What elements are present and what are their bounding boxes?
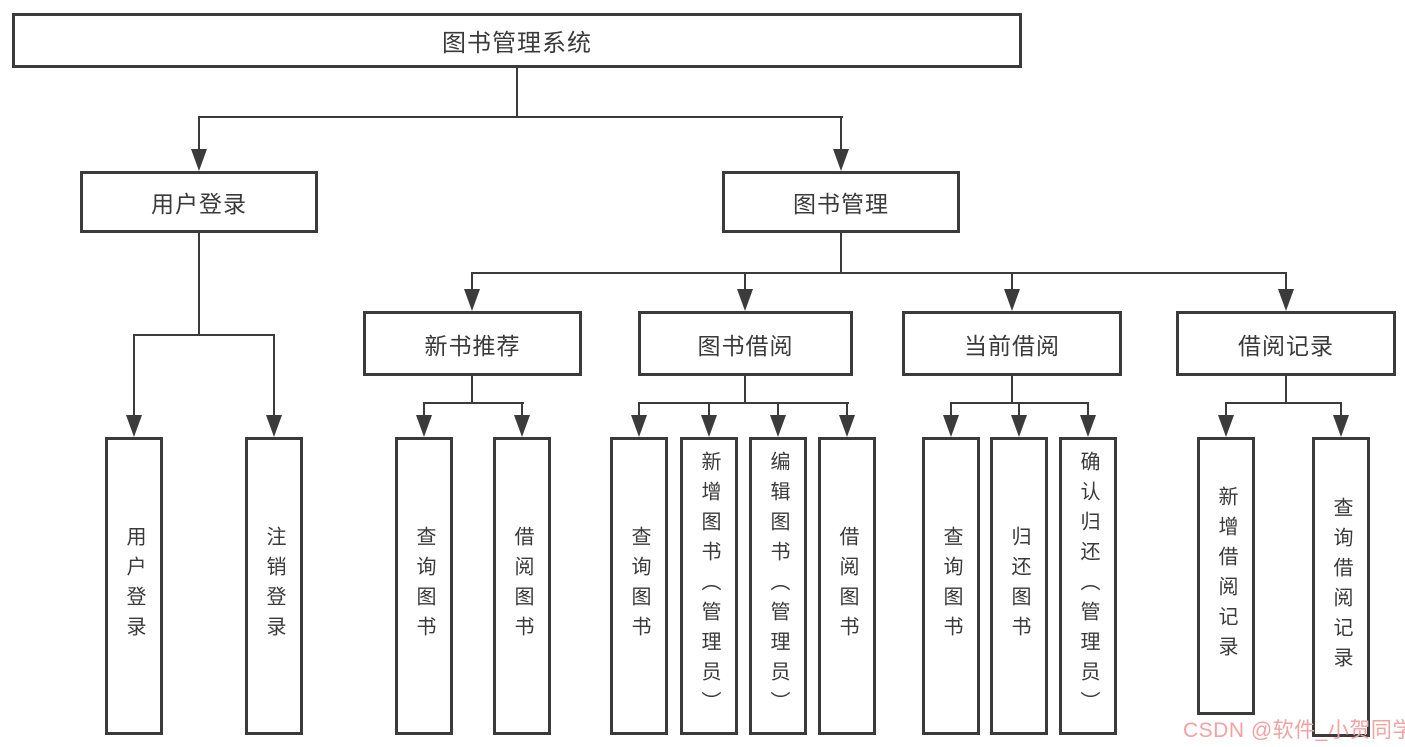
watermark: CSDN @软件_小贺同学 bbox=[1183, 719, 1405, 742]
connector-current-borrow-stem bbox=[1011, 376, 1013, 404]
node-current-borrow: 当前借阅 bbox=[902, 311, 1122, 376]
connector-borrow-record-stem bbox=[1285, 376, 1287, 404]
connector-new-book-rail bbox=[423, 402, 524, 404]
arrowhead-to-leaf-query-book-3 bbox=[943, 415, 959, 437]
connector-user-login-stem bbox=[198, 233, 200, 336]
node-library-system: 图书管理系统 bbox=[12, 13, 1022, 68]
node-leaf-query-borrow-record: 查询借阅记录 bbox=[1312, 437, 1370, 737]
connector-line bbox=[521, 402, 523, 416]
arrowhead-to-book-borrow bbox=[737, 289, 753, 311]
connector-line bbox=[1285, 272, 1287, 292]
connector-root-rail bbox=[198, 116, 843, 118]
connector-book-borrow-stem bbox=[744, 376, 746, 404]
node-leaf-add-borrow-record: 新增借阅记录 bbox=[1197, 437, 1255, 715]
arrowhead-to-leaf-logout bbox=[266, 415, 282, 437]
node-borrow-record: 借阅记录 bbox=[1176, 311, 1396, 376]
connector-line bbox=[744, 272, 746, 292]
connector-line bbox=[423, 402, 425, 416]
node-leaf-logout: 注销登录 bbox=[245, 437, 303, 735]
node-leaf-borrow-book-1: 借阅图书 bbox=[493, 437, 551, 735]
node-leaf-return-book: 归还图书 bbox=[990, 437, 1048, 735]
node-leaf-confirm-return-admin: 确认归还（管理员） bbox=[1059, 437, 1117, 735]
connector-line bbox=[1011, 272, 1013, 292]
connector-line bbox=[1018, 402, 1020, 416]
arrowhead-to-leaf-confirm-return bbox=[1080, 415, 1096, 437]
connector-line bbox=[777, 402, 779, 416]
node-book-borrow: 图书借阅 bbox=[638, 311, 853, 376]
node-leaf-query-book-2: 查询图书 bbox=[610, 437, 668, 735]
connector-line bbox=[840, 116, 842, 152]
node-book-management: 图书管理 bbox=[722, 171, 960, 233]
arrowhead-to-user-login bbox=[191, 149, 207, 171]
arrowhead-to-leaf-add-book bbox=[701, 415, 717, 437]
arrowhead-to-current-borrow bbox=[1004, 289, 1020, 311]
node-leaf-add-book-admin: 新增图书（管理员） bbox=[680, 437, 738, 735]
connector-book-mgmt-rail bbox=[471, 272, 1287, 274]
arrowhead-to-leaf-return-book bbox=[1011, 415, 1027, 437]
arrowhead-to-leaf-query-borrow-record bbox=[1333, 415, 1349, 437]
arrowhead-to-leaf-user-login bbox=[126, 415, 142, 437]
node-leaf-edit-book-admin: 编辑图书（管理员） bbox=[749, 437, 807, 735]
arrowhead-to-book-management bbox=[833, 149, 849, 171]
connector-line bbox=[1087, 402, 1089, 416]
arrowhead-to-leaf-query-book-1 bbox=[416, 415, 432, 437]
node-leaf-borrow-book-2: 借阅图书 bbox=[818, 437, 876, 735]
connector-line bbox=[950, 402, 952, 416]
connector-new-book-stem bbox=[471, 376, 473, 404]
arrowhead-to-borrow-record bbox=[1278, 289, 1294, 311]
connector-line bbox=[133, 334, 135, 418]
node-leaf-query-book-3: 查询图书 bbox=[922, 437, 980, 735]
arrowhead-to-leaf-add-borrow-record bbox=[1218, 415, 1234, 437]
node-new-book-recommend: 新书推荐 bbox=[363, 311, 582, 376]
connector-borrow-record-rail bbox=[1225, 402, 1342, 404]
connector-line bbox=[708, 402, 710, 416]
connector-line bbox=[471, 272, 473, 292]
arrowhead-to-leaf-edit-book bbox=[770, 415, 786, 437]
connector-line bbox=[198, 116, 200, 152]
arrowhead-to-leaf-borrow-book-1 bbox=[514, 415, 530, 437]
connector-book-mgmt-stem bbox=[840, 233, 842, 274]
node-leaf-user-login: 用户登录 bbox=[105, 437, 163, 735]
connector-user-login-rail bbox=[133, 334, 275, 336]
arrowhead-to-new-book-recommend bbox=[464, 289, 480, 311]
node-leaf-query-book-1: 查询图书 bbox=[395, 437, 453, 735]
connector-book-borrow-rail bbox=[638, 402, 849, 404]
connector-line bbox=[846, 402, 848, 416]
connector-line bbox=[1340, 402, 1342, 416]
node-user-login: 用户登录 bbox=[80, 171, 318, 233]
connector-line bbox=[638, 402, 640, 416]
arrowhead-to-leaf-query-book-2 bbox=[631, 415, 647, 437]
connector-line bbox=[1225, 402, 1227, 416]
arrowhead-to-leaf-borrow-book-2 bbox=[839, 415, 855, 437]
connector-root-stem bbox=[516, 68, 518, 118]
connector-line bbox=[273, 334, 275, 418]
